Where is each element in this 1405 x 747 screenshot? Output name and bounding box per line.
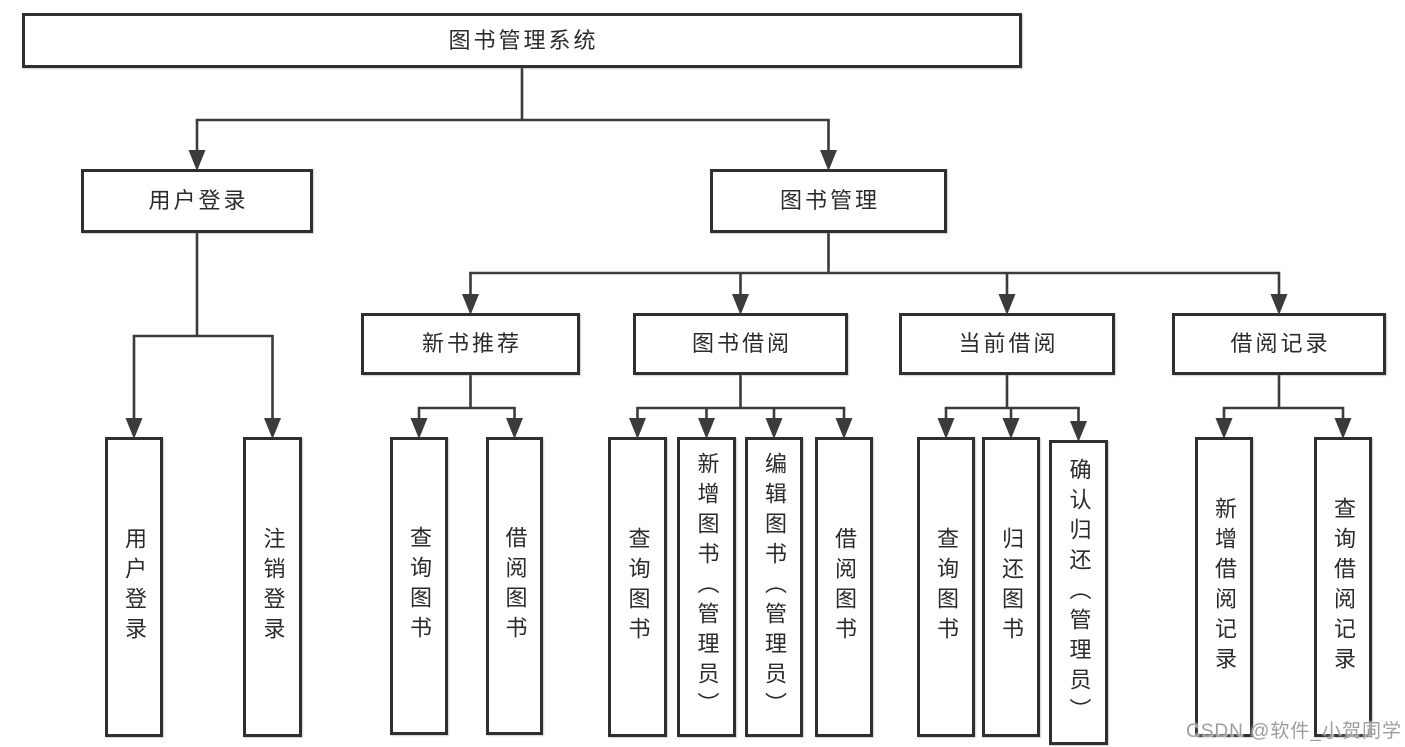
node-bb-borrow: 借阅图书 xyxy=(815,437,873,737)
node-cb-return: 归还图书 xyxy=(982,437,1040,737)
arrowhead xyxy=(1334,418,1352,439)
arrowhead xyxy=(188,150,206,171)
node-label: 确认归还（管理员） xyxy=(1066,457,1092,728)
arrowhead xyxy=(1215,418,1233,439)
node-label: 查询借阅记录 xyxy=(1331,497,1356,677)
node-book-mgmt: 图书管理 xyxy=(710,169,947,233)
arrowhead xyxy=(732,294,749,315)
arrowhead xyxy=(937,418,955,439)
node-label: 查询图书 xyxy=(934,527,959,647)
node-label: 借阅图书 xyxy=(502,526,528,646)
node-bb-add: 新增图书（管理员） xyxy=(677,437,736,737)
csdn-watermark: CSDN @软件_小贺同学 xyxy=(1186,721,1402,742)
node-label: 当前借阅 xyxy=(958,331,1059,356)
node-user-login: 用户登录 xyxy=(81,169,313,233)
node-cb-query: 查询图书 xyxy=(917,437,975,737)
node-label: 注销登录 xyxy=(260,527,286,647)
node-br-query: 查询借阅记录 xyxy=(1314,437,1372,737)
arrowhead xyxy=(998,294,1016,315)
arrowhead xyxy=(506,418,523,439)
node-label: 新书推荐 xyxy=(421,331,522,356)
node-book-borrow: 图书借阅 xyxy=(633,313,848,375)
node-label: 查询图书 xyxy=(625,527,651,647)
node-label: 图书管理 xyxy=(779,188,880,213)
node-new-book-rec: 新书推荐 xyxy=(361,313,580,375)
node-rec-query: 查询图书 xyxy=(390,437,448,735)
node-rec-borrow: 借阅图书 xyxy=(486,437,543,735)
node-label: 图书管理系统 xyxy=(448,27,599,53)
node-logout: 注销登录 xyxy=(243,437,302,737)
arrowhead xyxy=(264,418,281,439)
node-label: 查询图书 xyxy=(407,526,432,646)
node-label: 用户登录 xyxy=(148,188,249,213)
node-label: 借阅图书 xyxy=(832,527,857,647)
arrowhead xyxy=(698,418,715,439)
node-bb-query: 查询图书 xyxy=(608,437,667,737)
node-label: 新增图书（管理员） xyxy=(694,452,720,722)
node-borrow-records: 借阅记录 xyxy=(1172,313,1386,375)
node-label: 归还图书 xyxy=(999,527,1024,647)
arrowhead xyxy=(125,418,143,439)
node-label: 新增借阅记录 xyxy=(1212,497,1237,677)
node-current-borrow: 当前借阅 xyxy=(899,313,1115,375)
arrowhead xyxy=(410,418,428,439)
arrowhead xyxy=(629,418,646,439)
node-bb-edit: 编辑图书（管理员） xyxy=(745,437,803,737)
node-root: 图书管理系统 xyxy=(22,13,1022,68)
node-label: 借阅记录 xyxy=(1230,331,1331,356)
node-login: 用户登录 xyxy=(105,437,163,737)
arrowhead xyxy=(765,418,783,439)
arrowhead xyxy=(462,294,479,315)
arrowhead xyxy=(1002,418,1020,439)
arrowhead xyxy=(1070,421,1087,442)
node-br-add: 新增借阅记录 xyxy=(1195,437,1253,737)
node-label: 用户登录 xyxy=(122,527,147,647)
arrowhead xyxy=(835,418,853,439)
arrowhead xyxy=(1270,294,1288,315)
node-cb-confirm: 确认归还（管理员） xyxy=(1049,440,1108,745)
node-label: 图书借阅 xyxy=(691,331,792,356)
arrowhead xyxy=(820,150,837,171)
node-label: 编辑图书（管理员） xyxy=(762,452,787,722)
